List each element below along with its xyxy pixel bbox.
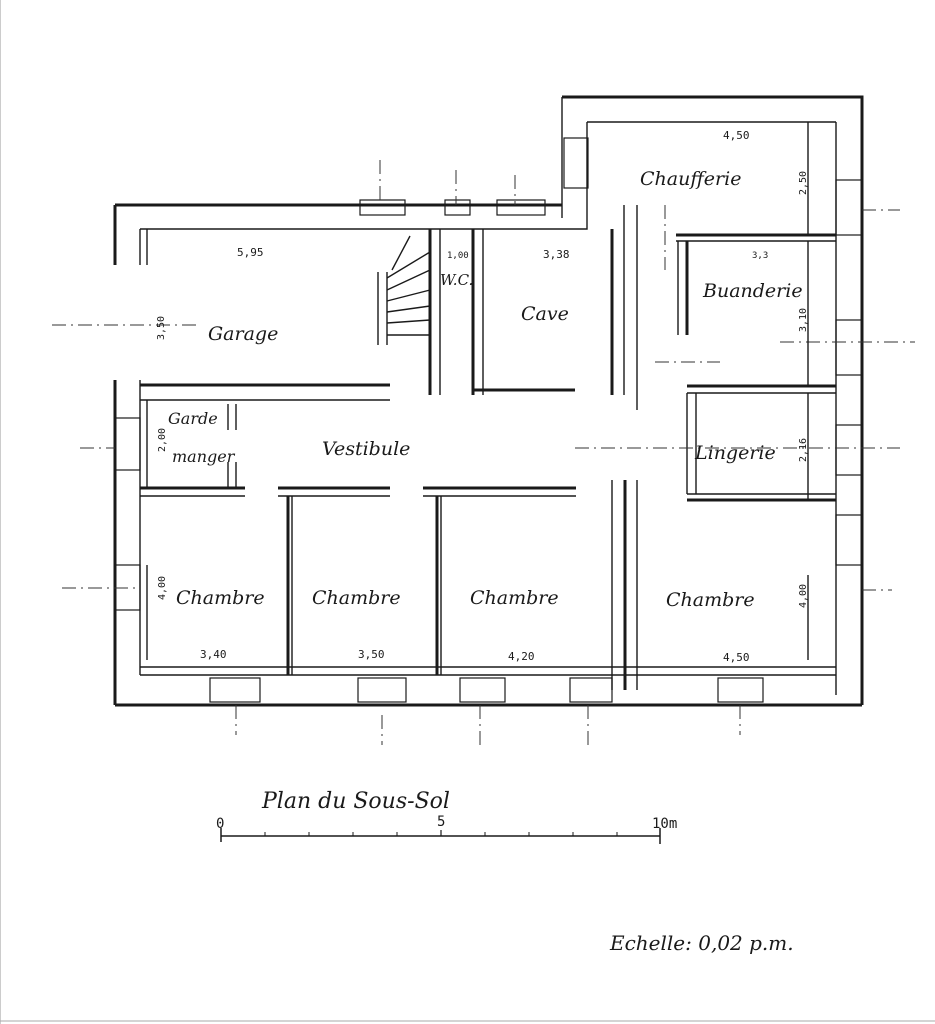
room-label-cave: Cave [521,303,569,325]
room-label-wc: W.C. [440,271,473,289]
room-label-chambre-4: Chambre [666,589,755,611]
room-label-chaufferie: Chaufferie [640,168,741,190]
dim-cave-width: 3,38 [543,248,570,261]
scale-note: Echelle: 0,02 p.m. [609,931,794,955]
room-label-garde-manger-line1: Garde [168,409,218,428]
dim-garde-manger-depth: 2,00 [157,428,168,452]
windows [114,137,863,703]
dim-chaufferie-width: 4,50 [723,129,750,142]
plan-title: Plan du Sous-Sol [261,789,450,814]
dim-wc-width: 1,00 [447,251,469,261]
dim-chambre-2-width: 3,50 [358,648,385,661]
axis-lines [52,160,915,745]
dim-buanderie-width: 3,3 [752,251,768,261]
dim-buanderie-depth: 3,10 [798,308,809,332]
room-label-vestibule: Vestibule [322,438,410,460]
dim-chaufferie-depth: 2,50 [798,171,809,195]
dim-chambre-4-depth: 4,00 [798,584,809,608]
dim-garage-width: 5,95 [237,246,264,259]
room-label-buanderie: Buanderie [702,280,803,302]
room-label-chambre-3: Chambre [470,587,559,609]
interior-walls [140,205,836,690]
dimension-lines [140,122,836,668]
dim-chambre-4-width: 4,50 [723,651,750,664]
dim-chambre-1-depth: 4,00 [157,576,168,600]
scale-label-middle: 5 [437,814,445,830]
room-label-chambre-1: Chambre [176,587,265,609]
scale-label-end: 10m [652,816,677,832]
dim-chambre-3-width: 4,20 [508,650,535,663]
room-label-garage: Garage [208,323,278,345]
dim-lingerie-depth: 2,16 [798,438,809,462]
dim-chambre-1-width: 3,40 [200,648,227,661]
dim-garage-depth: 3,50 [156,316,167,340]
room-label-lingerie: Lingerie [694,442,776,464]
scale-bar: 0 5 10m [216,814,677,844]
scale-label-start: 0 [216,816,224,832]
outer-walls [113,95,864,707]
room-labels: Chaufferie Buanderie Garage W.C. Cave Ga… [168,168,803,611]
dimension-labels: 4,50 2,50 5,95 3,50 1,00 3,38 3,3 3,10 2… [156,129,809,664]
room-label-garde-manger-line2: manger [172,447,236,466]
room-label-chambre-2: Chambre [312,587,401,609]
